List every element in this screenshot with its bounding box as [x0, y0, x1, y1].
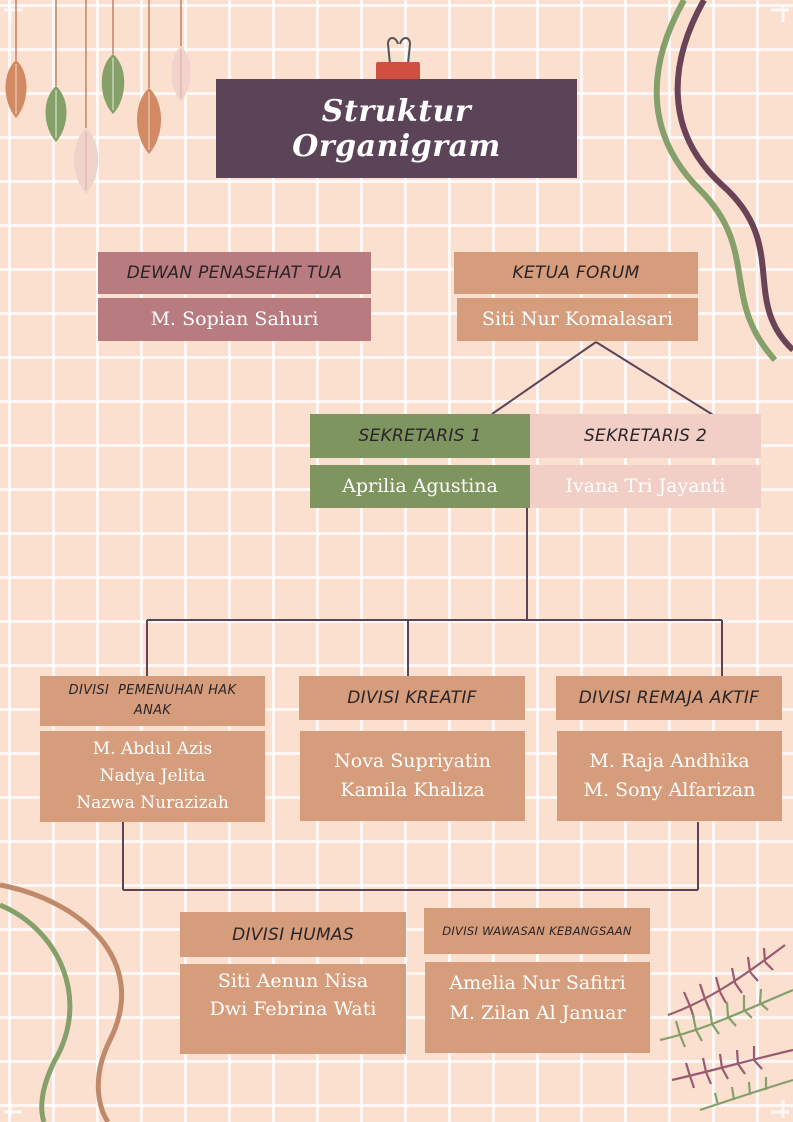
fern-leaves-icon	[659, 944, 793, 1112]
divisi-pemenuhan-header-line1: DIVISI PEMENUHAN HAK	[68, 682, 237, 698]
divisi-kreatif-header: DIVISI KREATIF	[299, 676, 525, 720]
divisi-humas-header-text: DIVISI HUMAS	[232, 924, 354, 945]
divisi-remaja-members: M. Raja Andhika M. Sony Alfarizan	[557, 731, 782, 821]
divisi-remaja-header-text: DIVISI REMAJA AKTIF	[578, 688, 760, 708]
member-name: M. Raja Andhika	[589, 749, 750, 772]
dewan-name: M. Sopian Sahuri	[150, 308, 319, 331]
ketua-header-text: KETUA FORUM	[512, 263, 640, 283]
member-name: Kamila Khaliza	[340, 779, 485, 801]
member-name: Nova Supriyatin	[334, 749, 491, 772]
sekretaris2-header-text: SEKRETARIS 2	[583, 426, 708, 446]
dewan-name-box: M. Sopian Sahuri	[98, 298, 371, 341]
member-name: Siti Aenun Nisa	[217, 970, 369, 992]
dewan-header-text: DEWAN PENASEHAT TUA	[126, 263, 343, 283]
curve-decoration-bottom-left	[0, 882, 124, 1122]
divisi-wawasan-members: Amelia Nur Safitri M. Zilan Al Januar	[425, 962, 650, 1053]
member-name: M. Abdul Azis	[92, 739, 213, 760]
page-title-text: Struktur Organigram	[292, 93, 501, 164]
divisi-remaja-header: DIVISI REMAJA AKTIF	[556, 676, 782, 720]
sekretaris1-header: SEKRETARIS 1	[310, 414, 530, 458]
sekretaris2-name: Ivana Tri Jayanti	[565, 475, 726, 498]
page-title: Struktur Organigram	[216, 79, 577, 178]
member-name: M. Zilan Al Januar	[449, 1002, 626, 1025]
divisi-pemenuhan-header: DIVISI PEMENUHAN HAK ANAK	[40, 676, 265, 726]
divisi-pemenuhan-header-line2: ANAK	[133, 703, 172, 718]
divisi-humas-members: Siti Aenun Nisa Dwi Febrina Wati	[180, 964, 406, 1054]
sekretaris2-header: SEKRETARIS 2	[530, 414, 761, 458]
divisi-wawasan-header: DIVISI WAWASAN KEBANGSAAN	[424, 908, 650, 954]
member-name: Amelia Nur Safitri	[449, 972, 626, 994]
ketua-name: Siti Nur Komalasari	[482, 308, 673, 331]
divisi-pemenuhan-members: M. Abdul Azis Nadya Jelita Nazwa Nuraziz…	[40, 731, 265, 822]
member-name: M. Sony Alfarizan	[583, 779, 756, 801]
ketua-name-box: Siti Nur Komalasari	[457, 298, 698, 341]
sekretaris1-name: Aprilia Agustina	[342, 475, 498, 498]
divisi-wawasan-header-text: DIVISI WAWASAN KEBANGSAAN	[442, 924, 632, 938]
divisi-humas-header: DIVISI HUMAS	[180, 912, 406, 957]
hanging-leaves-icon	[5, 0, 191, 194]
sekretaris1-header-text: SEKRETARIS 1	[358, 426, 482, 446]
member-name: Nadya Jelita	[99, 766, 206, 787]
curve-decoration-top-right	[653, 0, 793, 363]
dewan-header: DEWAN PENASEHAT TUA	[98, 252, 371, 294]
sekretaris2-name-box: Ivana Tri Jayanti	[530, 465, 761, 508]
divisi-kreatif-header-text: DIVISI KREATIF	[347, 688, 477, 708]
member-name: Nazwa Nurazizah	[76, 792, 229, 813]
divisi-kreatif-members: Nova Supriyatin Kamila Khaliza	[300, 731, 525, 821]
binder-clip-icon	[376, 37, 420, 84]
ketua-header: KETUA FORUM	[454, 252, 698, 294]
member-name: Dwi Febrina Wati	[209, 997, 377, 1020]
sekretaris1-name-box: Aprilia Agustina	[310, 465, 530, 508]
